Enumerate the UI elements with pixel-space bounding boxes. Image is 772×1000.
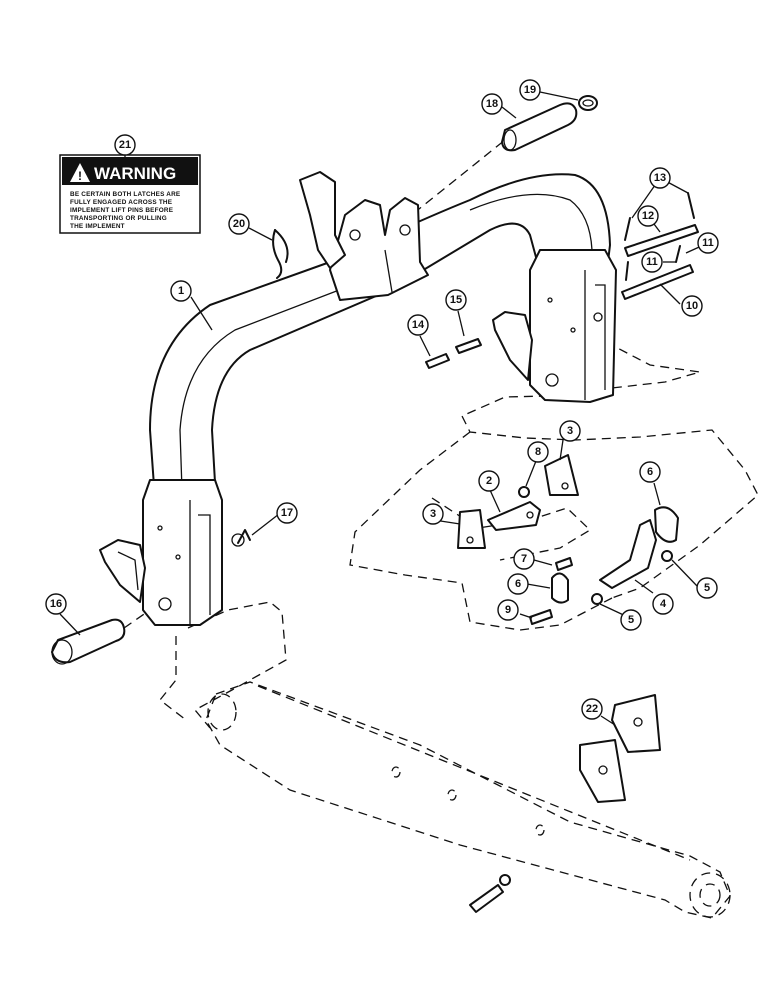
- bushing-5a: [591, 593, 603, 605]
- svg-text:3: 3: [430, 508, 436, 520]
- callout-4: 4: [652, 593, 674, 615]
- callout-11b: 11: [641, 251, 663, 273]
- warning-line-3: IMPLEMENT LIFT PINS BEFORE: [70, 207, 174, 214]
- pin-9: [529, 609, 553, 625]
- svg-text:!: !: [78, 169, 82, 183]
- svg-text:17: 17: [281, 507, 293, 519]
- callout-3a: 3: [422, 503, 444, 525]
- callout-10: 10: [681, 295, 703, 317]
- phantom-outlines: [123, 139, 759, 919]
- clips-13: [624, 192, 695, 241]
- svg-text:6: 6: [647, 466, 653, 478]
- callout-9: 9: [497, 599, 519, 621]
- callout-20: 20: [228, 213, 250, 235]
- lever-4: [599, 519, 657, 589]
- warning-line-4: TRANSPORTING OR PULLING: [70, 215, 167, 222]
- callout-3b: 3: [559, 420, 581, 442]
- svg-text:20: 20: [233, 218, 245, 230]
- svg-text:15: 15: [450, 294, 462, 306]
- hitch-frame: [99, 171, 617, 626]
- bushing-5b: [661, 550, 673, 562]
- callouts: 1 2 3 3 4 5 5 6 6 7 8 9 10 11 11 12 13 1…: [45, 79, 719, 720]
- callout-5b: 5: [696, 577, 718, 599]
- callout-14: 14: [407, 314, 429, 336]
- pin-18: [501, 102, 578, 152]
- parts: [51, 95, 699, 913]
- callout-16: 16: [45, 593, 67, 615]
- hairpin-20: [272, 229, 289, 279]
- svg-text:11: 11: [646, 256, 658, 268]
- svg-text:5: 5: [628, 614, 634, 626]
- svg-text:8: 8: [535, 446, 541, 458]
- svg-text:21: 21: [119, 139, 131, 151]
- callout-15: 15: [445, 289, 467, 311]
- latch-2: [487, 501, 541, 531]
- warning-line-5: THE IMPLEMENT: [70, 223, 125, 230]
- warning-line-1: BE CERTAIN BOTH LATCHES ARE: [70, 191, 181, 198]
- callout-6a: 6: [507, 573, 529, 595]
- callout-19: 19: [519, 79, 541, 101]
- pin-15: [455, 338, 482, 354]
- svg-text:22: 22: [586, 703, 598, 715]
- callout-7: 7: [513, 548, 535, 570]
- svg-text:11: 11: [702, 237, 714, 249]
- svg-text:16: 16: [50, 598, 62, 610]
- pin-7: [555, 557, 573, 571]
- callout-13: 13: [649, 167, 671, 189]
- svg-text:12: 12: [642, 210, 654, 222]
- callout-6b: 6: [639, 461, 661, 483]
- svg-text:7: 7: [521, 553, 527, 565]
- warning-title: WARNING: [94, 164, 176, 183]
- callout-21: 21: [114, 134, 136, 156]
- clips-11: [625, 245, 681, 281]
- pin-12: [624, 224, 699, 257]
- callout-17: 17: [276, 502, 298, 524]
- callout-2: 2: [478, 470, 500, 492]
- wear-pad-22b: [579, 739, 626, 803]
- latch-plate-3a: [457, 509, 486, 549]
- spring-6b: [654, 506, 679, 543]
- svg-text:5: 5: [704, 582, 710, 594]
- callout-12: 12: [637, 205, 659, 227]
- warning-decal: ! WARNING BE CERTAIN BOTH LATCHES ARE FU…: [59, 154, 201, 234]
- callout-1: 1: [170, 280, 192, 302]
- svg-text:18: 18: [486, 98, 498, 110]
- pin-10: [621, 264, 694, 300]
- svg-text:13: 13: [654, 172, 666, 184]
- svg-text:3: 3: [567, 425, 573, 437]
- ring-19: [578, 95, 598, 111]
- callout-11a: 11: [697, 232, 719, 254]
- nut-8: [518, 486, 530, 498]
- callout-18: 18: [481, 93, 503, 115]
- lynch-pin-17: [231, 529, 251, 547]
- warning-line-2: FULLY ENGAGED ACROSS THE: [70, 199, 173, 206]
- pin-16: [51, 618, 126, 665]
- callout-5a: 5: [620, 609, 642, 631]
- callout-8: 8: [527, 441, 549, 463]
- callout-22: 22: [581, 698, 603, 720]
- latch-plate-3b: [544, 454, 579, 496]
- svg-text:1: 1: [178, 285, 184, 297]
- svg-text:10: 10: [686, 300, 698, 312]
- svg-text:6: 6: [515, 578, 521, 590]
- bolt: [469, 874, 511, 913]
- svg-text:4: 4: [660, 598, 667, 610]
- svg-text:14: 14: [412, 319, 425, 331]
- spring-6a: [551, 572, 569, 604]
- svg-text:19: 19: [524, 84, 536, 96]
- svg-text:9: 9: [505, 604, 511, 616]
- pin-14: [425, 353, 450, 369]
- leader-lines: [59, 91, 709, 726]
- svg-text:2: 2: [486, 475, 492, 487]
- wear-pad-22a: [611, 694, 661, 753]
